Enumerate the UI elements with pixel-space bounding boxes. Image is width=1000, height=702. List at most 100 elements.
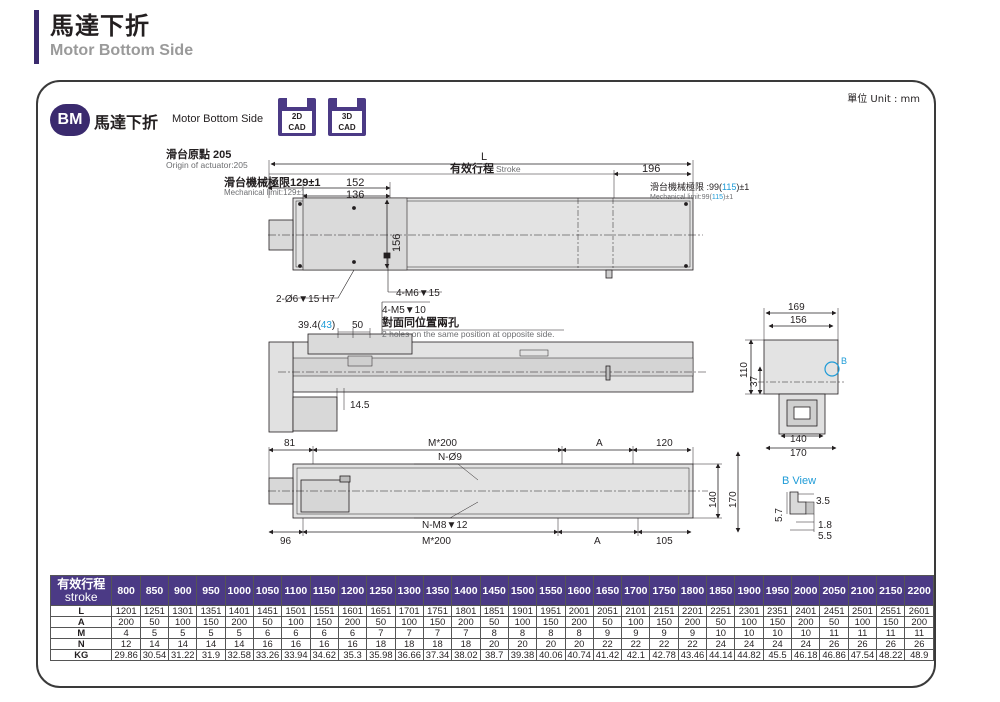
dim-140-vertical: 140 xyxy=(708,491,719,508)
table-cell: 46.18 xyxy=(791,649,821,661)
table-cell: 22 xyxy=(649,638,679,650)
table-cell: 200 xyxy=(224,616,254,628)
mech-limit-right-en: Mechanical limit:99(115)±1 xyxy=(650,194,733,201)
table-cell: 100 xyxy=(168,616,198,628)
table-cell: 2001 xyxy=(564,605,594,617)
table-cell: 36.66 xyxy=(394,649,424,661)
table-cell: 100 xyxy=(621,616,651,628)
table-cell: 18 xyxy=(394,638,424,650)
table-cell: 10 xyxy=(791,627,821,639)
table-cell: 9 xyxy=(621,627,651,639)
end-dim-37: 37 xyxy=(749,375,760,387)
table-cell: 16 xyxy=(337,638,368,650)
table-cell: 1801 xyxy=(451,605,481,617)
stroke-header-cell: 850 xyxy=(139,575,170,606)
table-cell: 29.86 xyxy=(111,649,141,661)
table-cell: 6 xyxy=(337,627,368,639)
table-cell: 10 xyxy=(734,627,764,639)
table-cell: 34.62 xyxy=(309,649,339,661)
table-cell: 1351 xyxy=(196,605,226,617)
table-cell: 47.54 xyxy=(847,649,878,661)
row-label: A xyxy=(49,616,113,628)
table-cell: 24 xyxy=(791,638,821,650)
section-title-en: Motor Bottom Side xyxy=(172,113,264,125)
table-cell: 18 xyxy=(366,638,396,650)
dim-152: 152 xyxy=(346,177,364,189)
table-cell: 9 xyxy=(649,627,679,639)
table-cell: 200 xyxy=(677,616,708,628)
b-view-title: B View xyxy=(782,475,816,487)
dim-96: 96 xyxy=(280,536,292,547)
table-cell: 1301 xyxy=(168,605,198,617)
table-cell: 22 xyxy=(677,638,708,650)
stroke-header-cell: 950 xyxy=(196,575,226,606)
table-cell: 20 xyxy=(564,638,594,650)
table-cell: 5 xyxy=(168,627,198,639)
page-title-cn: 馬達下折 xyxy=(50,12,150,40)
table-cell: 50 xyxy=(366,616,396,628)
b-view-detail xyxy=(789,491,807,515)
row-label: M xyxy=(49,627,113,639)
table-cell: 1201 xyxy=(111,605,141,617)
table-cell: 44.82 xyxy=(734,649,764,661)
dim-81: 81 xyxy=(284,438,296,449)
table-cell: 48.9 xyxy=(904,649,934,661)
table-cell: 26 xyxy=(904,638,934,650)
table-cell: 40.06 xyxy=(536,649,566,661)
stroke-header-cell: 1450 xyxy=(479,575,509,606)
section-title-cn: 馬達下折 xyxy=(94,113,159,132)
table-cell: 200 xyxy=(451,616,481,628)
stroke-header-cell: 1150 xyxy=(309,575,339,606)
table-cell: 26 xyxy=(819,638,849,650)
table-cell: 43.46 xyxy=(677,649,708,661)
table-cell: 2201 xyxy=(677,605,708,617)
table-cell: 7 xyxy=(366,627,396,639)
table-cell: 11 xyxy=(819,627,849,639)
dim-m200-top: M*200 xyxy=(428,438,457,449)
mech-limit-cn: 滑台機械極限129±1 xyxy=(224,175,321,189)
dim-120: 120 xyxy=(656,438,673,449)
stroke-label-en: Stroke xyxy=(496,164,521,174)
stroke-header-cell: 1100 xyxy=(281,575,311,606)
table-cell: 150 xyxy=(422,616,453,628)
table-cell: 14 xyxy=(139,638,170,650)
table-cell: 20 xyxy=(536,638,566,650)
table-cell: 6 xyxy=(252,627,283,639)
table-cell: 41.42 xyxy=(592,649,623,661)
side-slide-table xyxy=(307,333,413,355)
table-cell: 50 xyxy=(252,616,283,628)
table-cell: 6 xyxy=(281,627,311,639)
table-cell: 5 xyxy=(139,627,170,639)
table-cell: 10 xyxy=(762,627,793,639)
table-cell: 16 xyxy=(281,638,311,650)
dowel-hole-label: 2-Ø6▼15 H7 xyxy=(276,294,335,305)
stroke-header-cell: 1300 xyxy=(394,575,424,606)
table-cell: 40.74 xyxy=(564,649,594,661)
table-cell: 200 xyxy=(111,616,141,628)
opposite-holes-cn: 對面同位置兩孔 xyxy=(382,315,459,329)
table-cell: 38.7 xyxy=(479,649,509,661)
table-cell: 7 xyxy=(451,627,481,639)
table-cell: 8 xyxy=(536,627,566,639)
table-cell: 9 xyxy=(592,627,623,639)
stroke-header-cell: 1000 xyxy=(224,575,254,606)
table-cell: 6 xyxy=(309,627,339,639)
stroke-header-cell: 1550 xyxy=(536,575,566,606)
table-cell: 2351 xyxy=(762,605,793,617)
table-cell: 46.86 xyxy=(819,649,849,661)
stroke-header-cell: 2050 xyxy=(819,575,849,606)
origin-label-en: Origin of actuator:205 xyxy=(166,160,248,170)
dim-105: 105 xyxy=(656,536,673,547)
table-cell: 14 xyxy=(224,638,254,650)
end-dim-170: 170 xyxy=(790,448,807,459)
table-cell: 48.22 xyxy=(876,649,906,661)
stroke-header-cell: 1350 xyxy=(422,575,453,606)
table-cell: 150 xyxy=(649,616,679,628)
dim-196: 196 xyxy=(642,163,660,175)
row-label: N xyxy=(49,638,113,650)
